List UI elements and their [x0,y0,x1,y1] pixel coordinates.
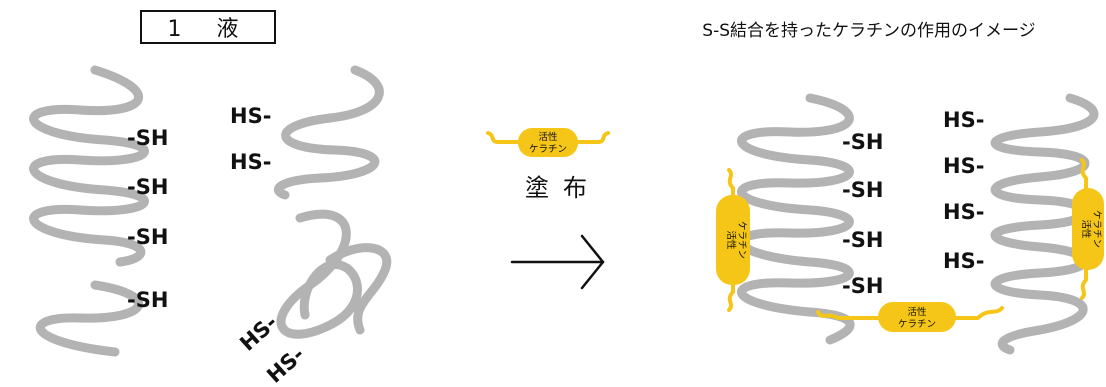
keratin-label-line2: ケラチン [898,319,936,330]
process-arrow [510,234,605,290]
thiol-groups-result-left: -SH -SH -SH -SH [842,130,883,298]
thiol-groups-result-right: HS- HS- HS- HS- [943,108,984,273]
keratin-label-line1: 活性 [538,131,558,143]
thiol-group: HS- [943,200,984,224]
thiol-groups-tilted: HS- HS- [235,310,309,387]
keratin-label-line1: 活性 [725,230,737,250]
thiol-group: HS- [943,108,984,132]
thiol-group: -SH [842,178,883,202]
keratin-label-line2: ケラチン [529,144,567,155]
keratin-helix-result-left [737,93,855,345]
bonded-keratin-left: 活性 ケラチン [716,168,750,312]
thiol-group: HS- [262,342,309,387]
thiol-group: -SH [127,175,168,199]
thiol-group: -SH [127,126,168,150]
diagram-title: S-S結合を持ったケラチンの作用のイメージ [702,21,1035,41]
thiol-group: -SH [842,228,883,252]
keratin-helix-lower-left [35,280,144,357]
active-keratin-molecule: 活性 ケラチン [486,128,610,157]
bonded-keratin-right: 活性 ケラチン [1072,158,1104,300]
keratin-label-line2: ケラチン [1091,210,1102,248]
solution-label: 1 液 [168,17,253,42]
thiol-groups-middle: HS- HS- [230,104,271,174]
bonded-keratin-bottom: 活性 ケラチン [816,302,1004,332]
thiol-group: HS- [230,150,271,174]
thiol-group: HS- [943,154,984,178]
keratin-helix-result-right [990,93,1099,355]
thiol-groups-left: -SH -SH -SH -SH [127,126,168,312]
thiol-group: -SH [842,274,883,298]
thiol-group: HS- [230,104,271,128]
keratin-label-line1: 活性 [1080,219,1092,239]
solution-box [140,10,276,44]
keratin-label-line1: 活性 [907,306,927,318]
apply-label: 塗布 [525,174,601,202]
thiol-group: HS- [235,310,282,356]
thiol-group: -SH [127,288,168,312]
keratin-helix-left [29,65,149,267]
keratin-label-line2: ケラチン [736,221,747,259]
keratin-helix-middle [274,65,384,200]
thiol-group: HS- [943,249,984,273]
thiol-group: -SH [842,130,883,154]
thiol-group: -SH [127,225,168,249]
keratin-helix-tilted [276,209,392,339]
